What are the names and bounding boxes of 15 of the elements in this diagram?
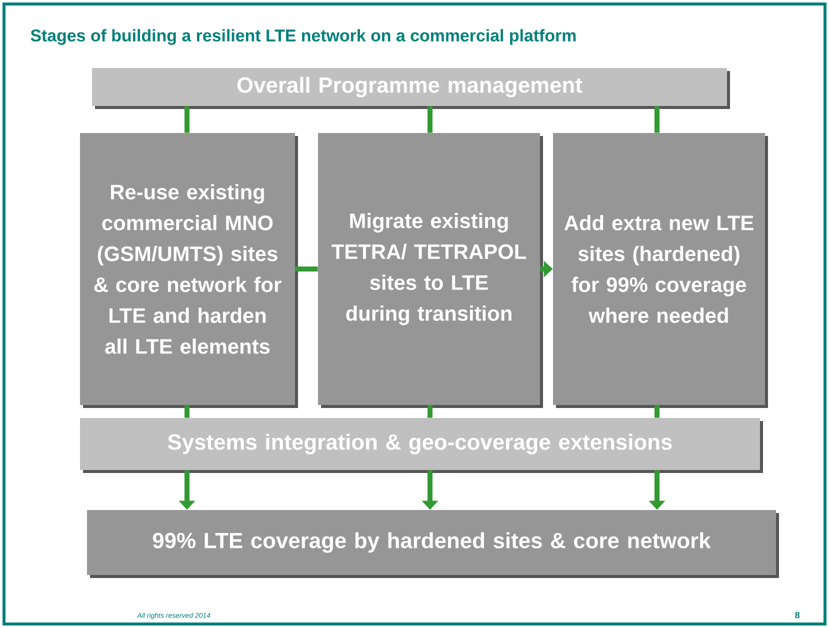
connector [184, 405, 190, 418]
connector [428, 106, 432, 133]
band: Systems integration & geo-coverage extensions [80, 418, 763, 473]
connector [654, 405, 660, 418]
process-box: Re-use existing commercial MNO (GSM/UMTS) sites & core network for LTE and harden all LTE elements [80, 133, 298, 408]
band: Overall Programme management [92, 68, 730, 109]
page-number: 8 [795, 612, 800, 618]
connector [184, 106, 190, 133]
connector [295, 266, 318, 272]
process-box: Migrate existing TETRA/ TETRAPOL sites to LTE during transition [318, 133, 543, 408]
connector [654, 106, 660, 133]
process-box: Add extra new LTE sites (hardened) for 99% coverage where needed [553, 133, 768, 408]
connector [428, 405, 432, 418]
title: Stages of building a resilient LTE network on a commercial platform [30, 29, 576, 45]
process-box: 99% LTE coverage by hardened sites & core network [87, 510, 779, 578]
